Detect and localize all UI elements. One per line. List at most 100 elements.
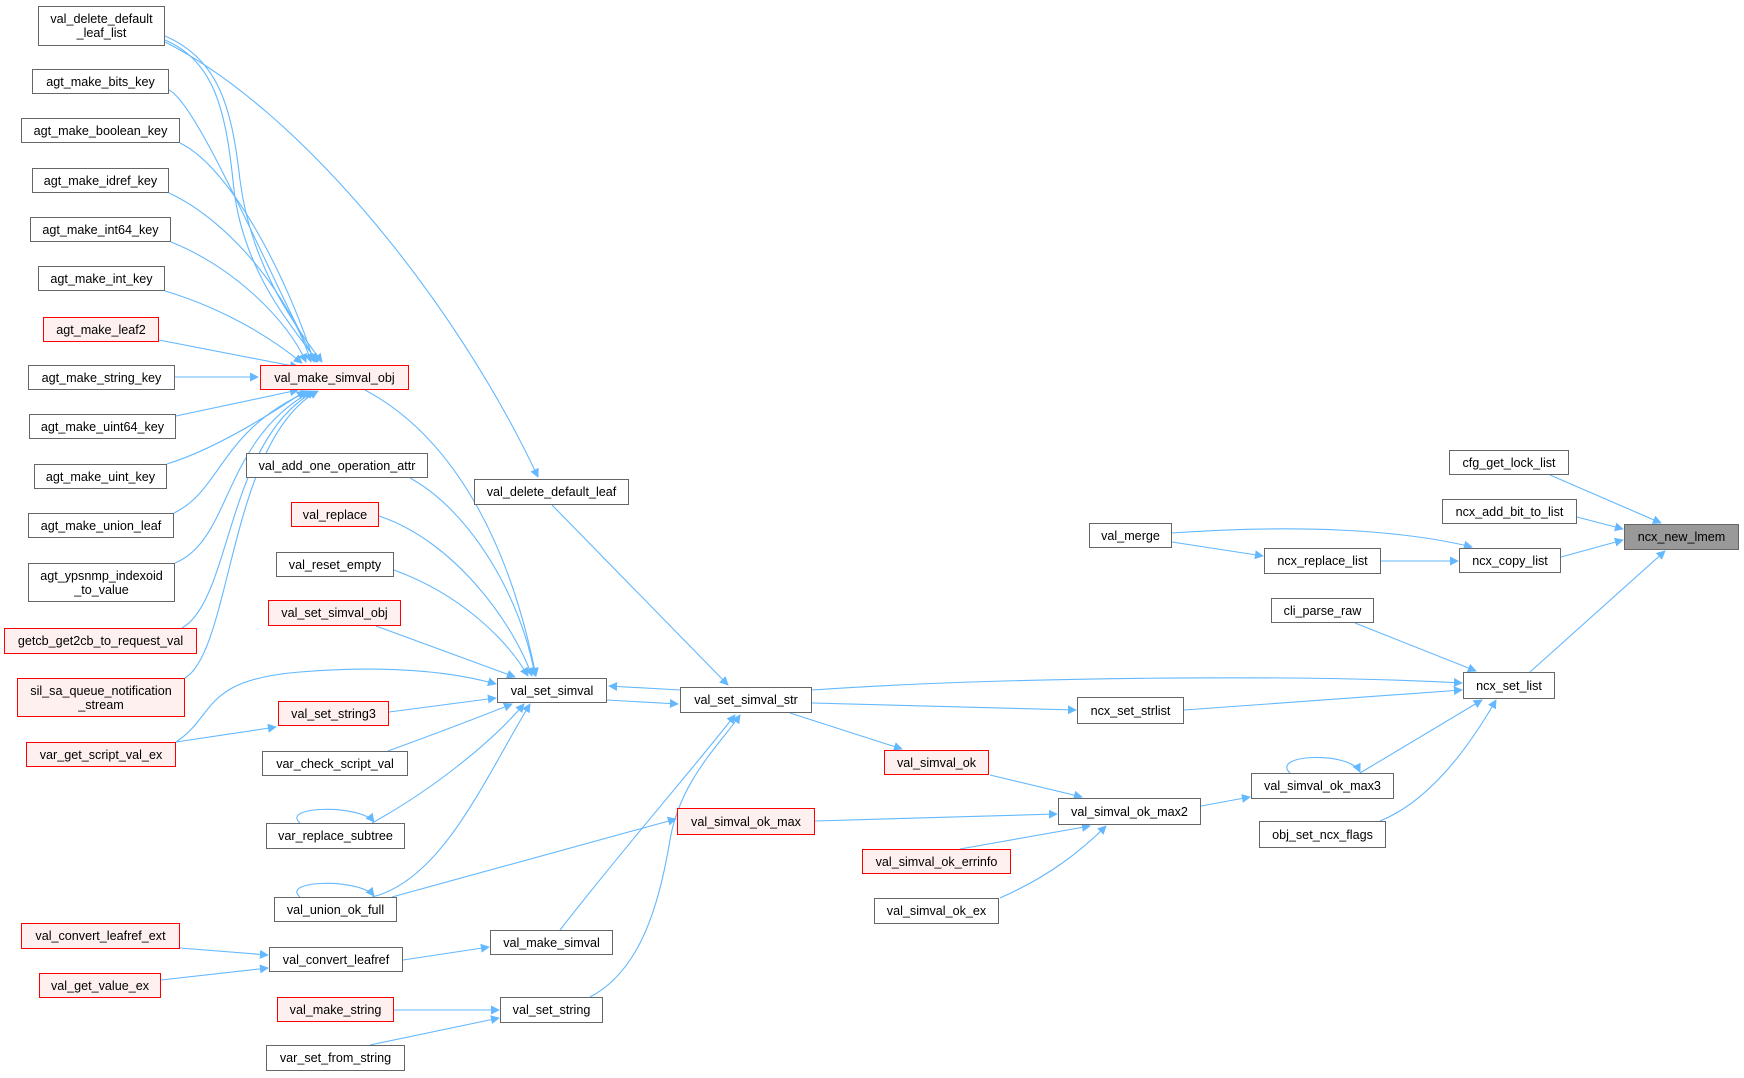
node-var-get-script-val-ex[interactable]: var_get_script_val_ex bbox=[26, 742, 176, 767]
node-val-delete-default-leaf-list[interactable]: val_delete_default _leaf_list bbox=[38, 6, 165, 46]
node-agt-make-boolean-key[interactable]: agt_make_boolean_key bbox=[21, 118, 180, 143]
node-var-set-from-string[interactable]: var_set_from_string bbox=[266, 1045, 405, 1071]
edge-val_set_simval_str-to-val_simval_ok bbox=[789, 712, 903, 751]
edge-val_make_simval-to-val_set_simval_str bbox=[559, 714, 736, 931]
node-ncx-set-strlist[interactable]: ncx_set_strlist bbox=[1077, 697, 1184, 724]
edge-val_simval_ok_max3-to-val_simval_ok_max3 bbox=[1286, 756, 1361, 774]
node-label: val_set_simval_obj bbox=[281, 606, 388, 620]
node-label: agt_make_int_key bbox=[50, 271, 153, 286]
edge-getcb_get2cb_to_request_val-to-val_make_simval_obj bbox=[181, 390, 316, 629]
node-label: val_convert_leafref bbox=[282, 952, 390, 967]
node-agt-make-int-key[interactable]: agt_make_int_key bbox=[38, 266, 165, 291]
edge-var_replace_subtree-to-val_set_simval bbox=[371, 703, 525, 824]
node-label: val_merge bbox=[1101, 528, 1160, 543]
node-val-union-ok-full[interactable]: val_union_ok_full bbox=[274, 897, 397, 922]
node-var-check-script-val[interactable]: var_check_script_val bbox=[262, 751, 408, 776]
node-val-add-one-operation-attr[interactable]: val_add_one_operation_attr bbox=[246, 453, 428, 478]
node-val-simval-ok-ex[interactable]: val_simval_ok_ex bbox=[874, 898, 999, 924]
node-val-set-simval-str[interactable]: val_set_simval_str bbox=[680, 687, 812, 713]
node-agt-make-idref-key[interactable]: agt_make_idref_key bbox=[32, 168, 169, 193]
node-label: agt_make_int64_key bbox=[42, 222, 159, 237]
edge-val_make_simval_obj-to-val_set_simval bbox=[364, 389, 539, 677]
node-val-set-simval[interactable]: val_set_simval bbox=[497, 678, 607, 703]
node-label: agt_make_leaf2 bbox=[56, 322, 146, 337]
edge-agt_make_uint64_key-to-val_make_simval_obj bbox=[175, 387, 299, 417]
node-val-set-simval-obj[interactable]: val_set_simval_obj bbox=[268, 600, 401, 626]
edge-ncx_set_list-to-ncx_new_lmem bbox=[1529, 550, 1666, 673]
node-agt-make-union-leaf[interactable]: agt_make_union_leaf bbox=[28, 513, 174, 538]
node-val-make-string[interactable]: val_make_string bbox=[277, 997, 394, 1022]
node-agt-make-int64-key[interactable]: agt_make_int64_key bbox=[30, 217, 171, 242]
edge-group bbox=[158, 35, 1666, 1046]
node-val-convert-leafref-ext[interactable]: val_convert_leafref_ext bbox=[21, 923, 180, 949]
node-val-simval-ok-errinfo[interactable]: val_simval_ok_errinfo bbox=[862, 849, 1011, 874]
edge-val_set_string-to-val_set_simval_str bbox=[589, 714, 741, 998]
node-getcb-get2cb-to-request-val[interactable]: getcb_get2cb_to_request_val bbox=[4, 628, 197, 654]
node-val-simval-ok-max2[interactable]: val_simval_ok_max2 bbox=[1058, 798, 1201, 825]
edge-var_replace_subtree-to-var_replace_subtree bbox=[296, 808, 375, 824]
node-label: val_make_string bbox=[289, 1002, 382, 1017]
node-val-set-string[interactable]: val_set_string bbox=[500, 997, 603, 1023]
edge-val_union_ok_full-to-val_union_ok_full bbox=[296, 882, 375, 898]
node-label: val_delete_default _leaf_list bbox=[50, 12, 153, 40]
edge-ncx_add_bit_to_list-to-ncx_new_lmem bbox=[1576, 516, 1624, 532]
edge-sil_sa_queue_notification_stream-to-val_make_simval_obj bbox=[184, 390, 319, 679]
node-agt-ypsnmp-indexoid-to-value[interactable]: agt_ypsnmp_indexoid _to_value bbox=[28, 563, 175, 602]
node-ncx-copy-list[interactable]: ncx_copy_list bbox=[1459, 548, 1561, 573]
node-var-replace-subtree[interactable]: var_replace_subtree bbox=[266, 823, 405, 849]
node-agt-make-leaf2[interactable]: agt_make_leaf2 bbox=[43, 317, 159, 342]
node-label: val_make_simval bbox=[503, 935, 600, 950]
edge-val_simval_ok_max2-to-val_simval_ok_max3 bbox=[1200, 794, 1251, 807]
node-val-simval-ok-max3[interactable]: val_simval_ok_max3 bbox=[1251, 773, 1394, 799]
node-agt-make-string-key[interactable]: agt_make_string_key bbox=[28, 365, 175, 390]
edge-agt_make_int64_key-to-val_make_simval_obj bbox=[170, 241, 307, 363]
node-label: val_delete_default_leaf bbox=[486, 485, 617, 499]
node-val-get-value-ex[interactable]: val_get_value_ex bbox=[39, 973, 161, 998]
node-label: val_add_one_operation_attr bbox=[258, 458, 416, 473]
node-ncx-set-list[interactable]: ncx_set_list bbox=[1463, 672, 1555, 699]
edge-var_set_from_string-to-val_set_string bbox=[369, 1015, 500, 1046]
edge-val_simval_ok_max-to-val_simval_ok_max2 bbox=[814, 809, 1058, 822]
node-agt-make-uint64-key[interactable]: agt_make_uint64_key bbox=[29, 414, 176, 439]
node-label: ncx_replace_list bbox=[1277, 554, 1368, 568]
edge-var_check_script_val-to-val_set_simval bbox=[387, 702, 513, 752]
node-sil-sa-queue-notification-stream[interactable]: sil_sa_queue_notification _stream bbox=[17, 678, 185, 717]
node-val-make-simval-obj[interactable]: val_make_simval_obj bbox=[260, 365, 409, 390]
node-agt-make-bits-key[interactable]: agt_make_bits_key bbox=[32, 69, 169, 94]
node-val-make-simval[interactable]: val_make_simval bbox=[490, 930, 613, 955]
node-val-replace[interactable]: val_replace bbox=[291, 502, 379, 527]
node-label: ncx_copy_list bbox=[1472, 553, 1548, 568]
node-cfg-get-lock-list[interactable]: cfg_get_lock_list bbox=[1449, 450, 1569, 475]
node-label: ncx_set_strlist bbox=[1090, 703, 1171, 718]
node-val-delete-default-leaf[interactable]: val_delete_default_leaf bbox=[474, 479, 629, 505]
node-label: ncx_add_bit_to_list bbox=[1455, 504, 1564, 519]
node-agt-make-uint-key[interactable]: agt_make_uint_key bbox=[34, 464, 167, 489]
node-ncx-replace-list[interactable]: ncx_replace_list bbox=[1264, 548, 1381, 574]
edge-val_get_value_ex-to-val_convert_leafref bbox=[160, 964, 269, 981]
edge-val_add_one_operation_attr-to-val_set_simval bbox=[409, 477, 539, 677]
node-label: val_simval_ok bbox=[896, 755, 977, 770]
node-val-simval-ok[interactable]: val_simval_ok bbox=[884, 750, 989, 775]
node-ncx-add-bit-to-list[interactable]: ncx_add_bit_to_list bbox=[1442, 499, 1577, 524]
node-cli-parse-raw[interactable]: cli_parse_raw bbox=[1271, 598, 1374, 623]
node-label: var_replace_subtree bbox=[278, 829, 393, 843]
node-val-convert-leafref[interactable]: val_convert_leafref bbox=[269, 947, 403, 972]
edge-var_get_script_val_ex-to-val_set_string3 bbox=[175, 723, 277, 743]
node-val-reset-empty[interactable]: val_reset_empty bbox=[276, 552, 394, 577]
edge-cli_parse_raw-to-ncx_set_list bbox=[1354, 622, 1477, 673]
edge-var_get_script_val_ex-to-val_set_simval bbox=[175, 668, 497, 743]
node-label: agt_make_bits_key bbox=[46, 74, 155, 89]
edge-val_simval_ok_max3-to-ncx_set_list bbox=[1359, 699, 1483, 774]
edge-val_delete_default_leaf_list-to-val_delete_default_leaf bbox=[164, 41, 539, 478]
node-val-simval-ok-max[interactable]: val_simval_ok_max bbox=[677, 808, 815, 835]
edge-agt_make_leaf2-to-val_make_simval_obj bbox=[158, 339, 299, 370]
node-label: var_set_from_string bbox=[279, 1051, 392, 1065]
node-val-set-string3[interactable]: val_set_string3 bbox=[278, 701, 389, 726]
node-obj-set-ncx-flags[interactable]: obj_set_ncx_flags bbox=[1259, 821, 1386, 848]
edge-agt_make_int_key-to-val_make_simval_obj bbox=[164, 290, 303, 364]
node-val-merge[interactable]: val_merge bbox=[1089, 523, 1172, 548]
node-ncx-new-lmem: ncx_new_lmem bbox=[1624, 524, 1739, 550]
edge-agt_make_bits_key-to-val_make_simval_obj bbox=[168, 89, 317, 363]
node-label: agt_make_uint_key bbox=[45, 469, 156, 484]
